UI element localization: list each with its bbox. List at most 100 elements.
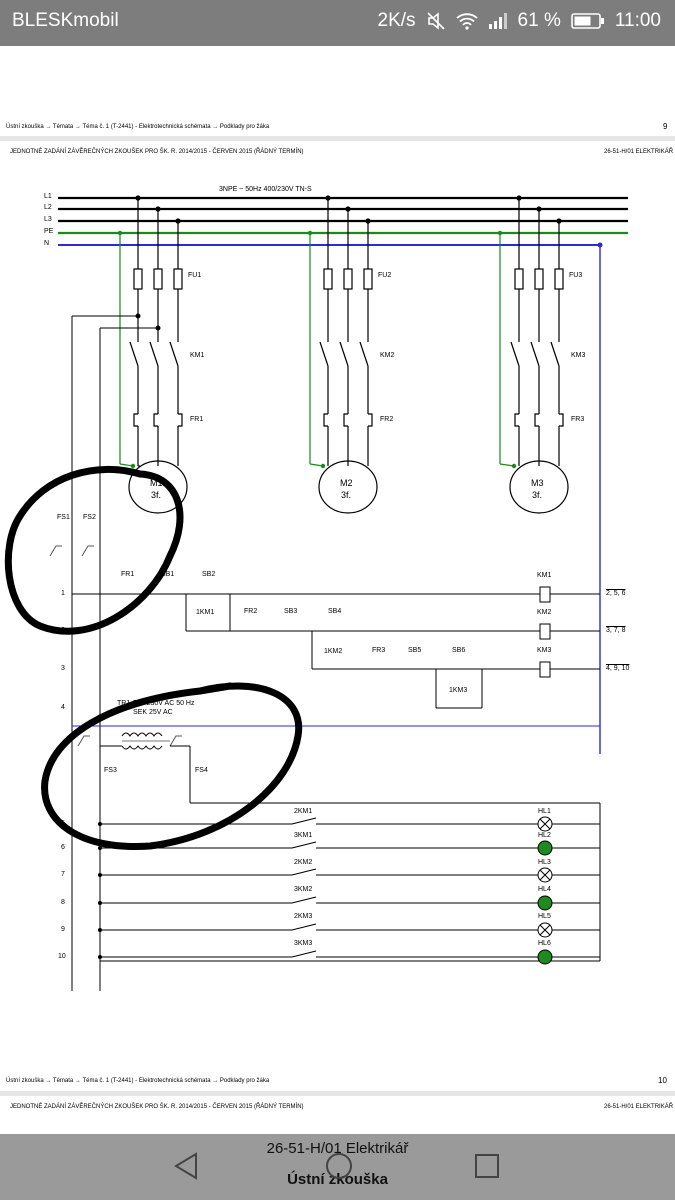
coil-label-km3: KM3 (537, 647, 552, 654)
ref-label-1: 2, 5, 6 (606, 590, 626, 597)
document-title: 26-51-H/01 Elektrikář (266, 1140, 409, 1157)
row-label-1: 1 (61, 590, 65, 597)
overload-label-3: FR3 (571, 416, 585, 423)
motor-type-1: 3f. (151, 490, 162, 500)
aux-contact-3km2: 3KM2 (294, 886, 313, 893)
row-label-6: 6 (61, 844, 65, 851)
fuse-label-1: FU1 (188, 272, 202, 279)
switch-label-fs1: FS1 (57, 514, 70, 521)
motor-name-3: M3 (531, 478, 544, 488)
ctrl-label-1km1: 1KM1 (196, 609, 215, 616)
motor-name-1: M1 (150, 478, 163, 488)
fuse-label-3: FU3 (569, 272, 583, 279)
document-code: 26-51-H/01 ELEKTRIKÁŘ (604, 149, 674, 155)
row-label-4: 4 (61, 704, 65, 711)
aux-contact-3km3: 3KM3 (294, 940, 313, 947)
coil-label-km1: KM1 (537, 572, 552, 579)
home-icon[interactable] (324, 1151, 354, 1181)
bus-label-l1: L1 (44, 193, 52, 200)
contactor-label-2: KM2 (380, 352, 395, 359)
battery-percent: 61 % (517, 10, 561, 31)
ctrl-label-sb5: SB5 (408, 647, 422, 654)
switch-label-fs2: FS2 (83, 514, 96, 521)
document-header: JEDNOTNÉ ZADÁNÍ ZÁVĚREČNÝCH ZKOUŠEK PRO … (10, 149, 304, 155)
document-header-next: JEDNOTNÉ ZADÁNÍ ZÁVĚREČNÝCH ZKOUŠEK PRO … (10, 1104, 304, 1110)
ctrl-label-sb4: SB4 (328, 608, 342, 615)
switch-label-fs4: FS4 (195, 767, 208, 774)
row-label-8: 8 (61, 899, 65, 906)
row-label-9: 9 (61, 926, 65, 933)
status-icons: 2K/s 61 % 11:00 (378, 10, 661, 32)
ctrl-label-fr3: FR3 (372, 647, 386, 654)
motor-type-2: 3f. (341, 490, 352, 500)
aux-contact-2km2: 2KM2 (294, 859, 313, 866)
overload-label-1: FR1 (190, 416, 204, 423)
lamp-label-hl3: HL3 (538, 859, 551, 866)
carrier-name: BLESKmobil (12, 10, 119, 31)
lamp-row (98, 922, 600, 938)
contactor-label-3: KM3 (571, 352, 586, 359)
wifi-icon (455, 13, 478, 30)
motor-name-2: M2 (340, 478, 353, 488)
ctrl-label-1km2: 1KM2 (324, 648, 343, 655)
switch-label-fs3: FS3 (104, 767, 117, 774)
row-label-3: 3 (61, 665, 65, 672)
aux-contact-2km1: 2KM1 (294, 808, 313, 815)
bus-label-n: N (44, 240, 50, 247)
row-label-10: 10 (58, 953, 66, 960)
lamp-row (98, 895, 600, 911)
document-code-next: 26-51-H/01 ELEKTRIKÁŘ (604, 1104, 674, 1110)
schematic-diagram (49, 195, 628, 991)
lamp-row (98, 867, 600, 883)
lamp-row (98, 816, 600, 832)
overload-label-2: FR2 (380, 416, 394, 423)
ctrl-label-sb1: SB1 (161, 571, 175, 578)
signal-lamp-rows (98, 816, 600, 965)
motor-type-3: 3f. (532, 490, 543, 500)
document-viewer[interactable]: Ústní zkouška → Témata → Téma č. 1 (T-24… (0, 46, 675, 1134)
back-icon[interactable] (172, 1151, 202, 1181)
network-speed: 2K/s (377, 10, 416, 31)
battery-icon (571, 13, 604, 29)
bus-label-l2: L2 (44, 204, 52, 211)
recents-icon[interactable] (474, 1153, 500, 1179)
schematic-labels: 3NPE ~ 50Hz 400/230V TN-S L1 L2 L3 PE N … (0, 46, 675, 1134)
transformer-name: TR1 (117, 700, 131, 707)
bus-label-l3: L3 (44, 216, 52, 223)
row-label-7: 7 (61, 871, 65, 878)
lamp-label-hl5: HL5 (538, 913, 551, 920)
document-subtitle: Ústní zkouška (287, 1171, 388, 1188)
fuse-label-2: FU2 (378, 272, 392, 279)
breadcrumb: Ústní zkouška → Témata → Téma č. 1 (T-24… (6, 124, 270, 130)
ctrl-label-1km3: 1KM3 (449, 687, 468, 694)
lamp-label-hl4: HL4 (538, 886, 551, 893)
aux-contact-2km3: 2KM3 (294, 913, 313, 920)
hand-drawn-annotations (4, 465, 303, 851)
signal-icon (488, 13, 507, 29)
aux-contact-3km1: 3KM1 (294, 832, 313, 839)
lamp-label-hl6: HL6 (538, 940, 551, 947)
bus-label-pe: PE (44, 228, 54, 235)
ctrl-label-fr1: FR1 (121, 571, 135, 578)
page-separator (0, 136, 675, 141)
status-bar: BLESKmobil 2K/s 61 % 11:00 (0, 0, 675, 46)
ctrl-label-fr2: FR2 (244, 608, 258, 615)
transformer-secondary: SEK 25V AC (133, 709, 173, 716)
bottom-navigation-bar: 26-51-H/01 Elektrikář Ústní zkouška (0, 1134, 675, 1200)
ctrl-label-sb6: SB6 (452, 647, 466, 654)
lamp-row (98, 840, 600, 856)
supply-label: 3NPE ~ 50Hz 400/230V TN-S (219, 186, 312, 193)
lamp-label-hl2: HL2 (538, 832, 551, 839)
transformer-primary: PRI 230V AC 50 Hz (133, 700, 195, 707)
page-number-next: 10 (658, 1076, 667, 1085)
ctrl-label-sb2: SB2 (202, 571, 216, 578)
ref-label-2: 3, 7, 8 (606, 627, 626, 634)
clock: 11:00 (614, 10, 661, 31)
mute-icon (426, 12, 445, 30)
contactor-label-1: KM1 (190, 352, 205, 359)
page-separator-next (0, 1091, 675, 1096)
page-number: 9 (663, 122, 668, 131)
lamp-row (98, 949, 600, 965)
ctrl-label-sb3: SB3 (284, 608, 298, 615)
lamp-label-hl1: HL1 (538, 808, 551, 815)
